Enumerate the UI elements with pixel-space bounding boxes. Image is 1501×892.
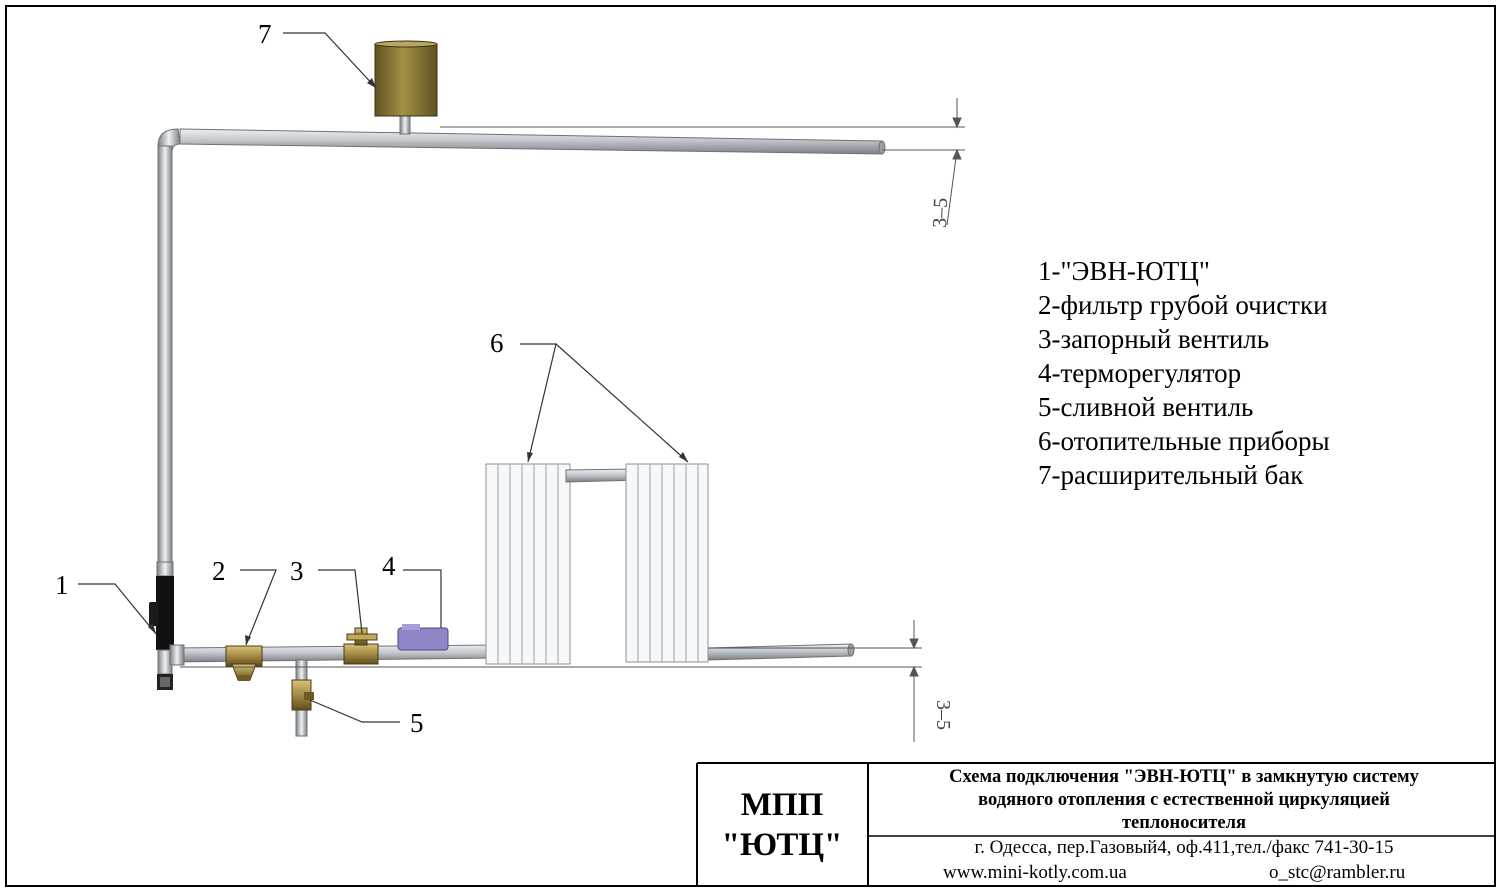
electric-heater: [149, 561, 174, 690]
title-block-grid: [696, 762, 1495, 886]
dimension-top: [440, 98, 965, 226]
callout-5: 5: [410, 708, 424, 738]
title-line-3: теплоносителя: [1121, 812, 1247, 833]
email-text: o_stc@rambler.ru: [1269, 862, 1406, 883]
title-block-title: Схема подключения "ЭВН-ЮТЦ" в замкнутую …: [869, 764, 1499, 836]
shutoff-valve: [343, 627, 379, 665]
callout-6: 6: [490, 328, 504, 358]
drain-valve: [291, 659, 314, 737]
drawing-frame: [5, 5, 1496, 887]
leader-lines: [78, 32, 689, 723]
leader-arrowheads: [148, 78, 688, 645]
title-block-contacts: www.mini-kotly.com.ua o_stc@rambler.ru: [869, 860, 1499, 886]
thermostat: [397, 624, 449, 651]
legend-item-4: 4-терморегулятор: [1038, 358, 1242, 388]
coarse-filter: [225, 645, 263, 681]
legend: 1-"ЭВН-ЮТЦ" 2-фильтр грубой очистки 3-за…: [1038, 254, 1330, 492]
callout-1: 1: [55, 570, 69, 600]
title-line-2: водяного отопления с естественной циркул…: [978, 789, 1390, 810]
callout-7: 7: [258, 19, 272, 49]
supply-pipe: [157, 128, 886, 567]
radiator-left: [485, 463, 571, 665]
legend-item-5: 5-сливной вентиль: [1038, 392, 1254, 422]
legend-item-3: 3-запорный вентиль: [1038, 324, 1270, 354]
website-text: www.mini-kotly.com.ua: [943, 862, 1127, 883]
legend-item-2: 2-фильтр грубой очистки: [1038, 290, 1328, 320]
radiator-right: [625, 463, 709, 663]
callout-3: 3: [290, 556, 304, 586]
dimension-label-top: 3–5: [929, 197, 952, 228]
legend-item-6: 6-отопительные приборы: [1038, 426, 1330, 456]
org-name-line-2: "ЮТЦ": [721, 827, 843, 863]
expansion-tank: [374, 40, 438, 135]
callout-2: 2: [212, 556, 226, 586]
dimension-bottom: [180, 620, 922, 742]
title-block-organization: МПП "ЮТЦ": [697, 764, 867, 886]
title-block-address: г. Одесса, пер.Газовый4, оф.411,тел./фак…: [974, 837, 1394, 858]
dimension-label-bottom: 3–5: [932, 700, 954, 730]
legend-item-1: 1-"ЭВН-ЮТЦ": [1038, 256, 1210, 286]
legend-item-7: 7-расширительный бак: [1038, 460, 1304, 490]
org-name-line-1: МПП: [740, 787, 824, 823]
callout-4: 4: [382, 551, 396, 581]
title-line-1: Схема подключения "ЭВН-ЮТЦ" в замкнутую …: [949, 766, 1419, 787]
